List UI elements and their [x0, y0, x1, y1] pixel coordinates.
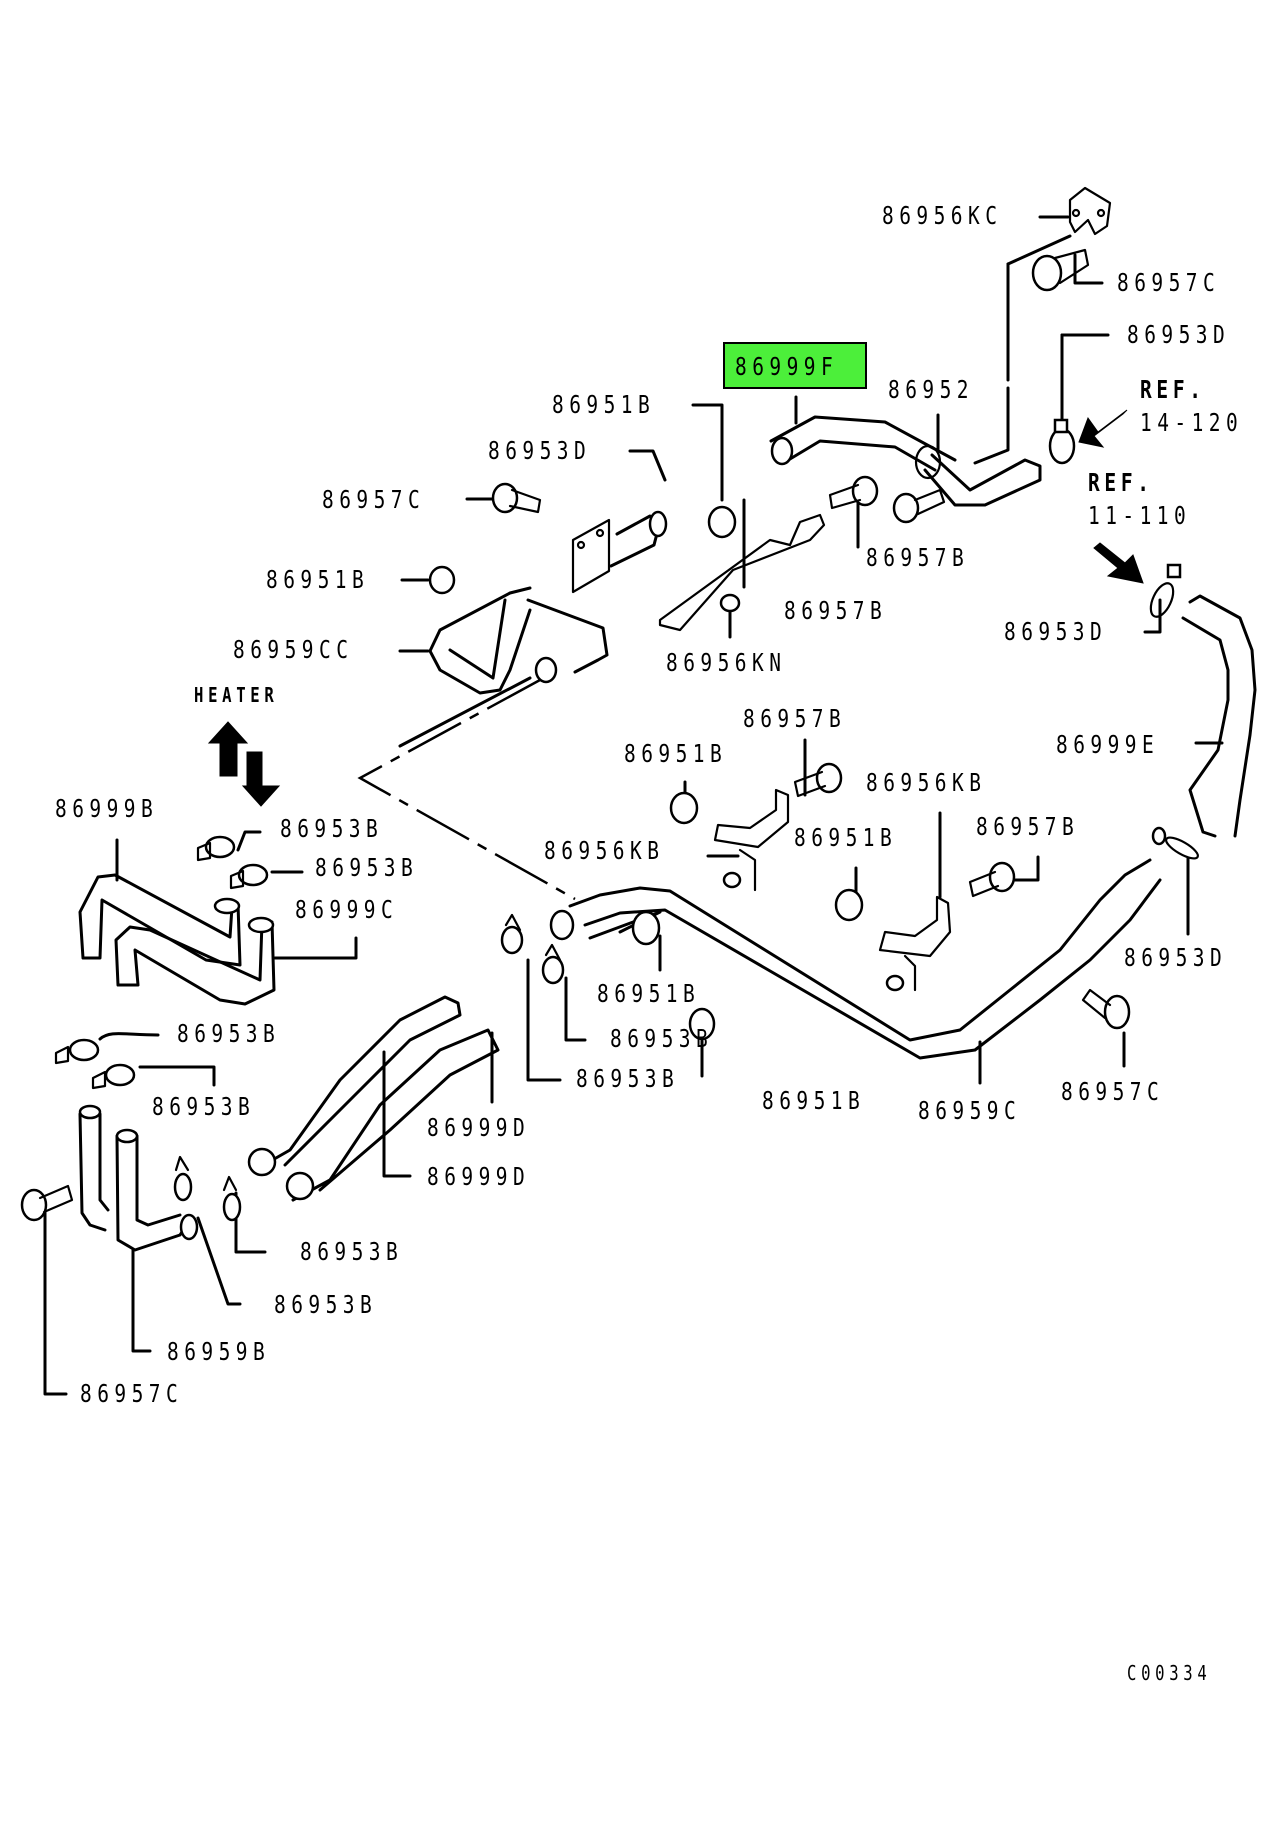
part-bolts: [20, 475, 1131, 1222]
callout-86953B[interactable]: 86953B: [152, 1092, 256, 1121]
ref-label-11-110: REF.: [1088, 468, 1154, 497]
callout-86953B[interactable]: 86953B: [280, 814, 384, 843]
part-bracket-86956KN: [658, 513, 826, 632]
callout-86953B[interactable]: 86953B: [610, 1024, 714, 1053]
callout-86951B[interactable]: 86951B: [762, 1086, 866, 1115]
callout-86952[interactable]: 86952: [888, 375, 975, 404]
callout-86953D[interactable]: 86953D: [1004, 617, 1108, 646]
callout-86999D[interactable]: 86999D: [427, 1113, 531, 1142]
callout-86956KN[interactable]: 86956KN: [666, 648, 787, 677]
callout-86959CC[interactable]: 86959CC: [233, 635, 354, 664]
leader-lines: [43, 215, 1224, 1396]
callout-86957B[interactable]: 86957B: [784, 596, 888, 625]
part-heater-hoses-86999B-86999C: [78, 873, 276, 1006]
callout-86999B[interactable]: 86999B: [55, 794, 159, 823]
part-pipe-86959B: [78, 1104, 199, 1252]
callout-86953B[interactable]: 86953B: [576, 1064, 680, 1093]
heater-title: HEATER: [194, 683, 279, 707]
callout-86953D[interactable]: 86953D: [1124, 943, 1228, 972]
part-hoses-86999D: [247, 995, 500, 1202]
part-bracket-86956KB-left: [713, 788, 790, 892]
ref-label-14-120: REF.: [1140, 375, 1206, 404]
part-nuts: [428, 505, 864, 1041]
ref-arrow-14-120: [1078, 409, 1128, 448]
callout-86951B[interactable]: 86951B: [597, 979, 701, 1008]
callout-86953B[interactable]: 86953B: [315, 853, 419, 882]
drawing-code: C00334: [1127, 1661, 1212, 1685]
callout-86959C[interactable]: 86959C: [918, 1096, 1022, 1125]
callout-86959B[interactable]: 86959B: [167, 1337, 271, 1366]
part-pipe-86959C: [549, 858, 1162, 1060]
callout-86953D[interactable]: 86953D: [488, 436, 592, 465]
callout-86953B[interactable]: 86953B: [274, 1290, 378, 1319]
callout-86953B[interactable]: 86953B: [300, 1237, 404, 1266]
callout-86956KC[interactable]: 86956KC: [882, 201, 1003, 230]
callout-86999D[interactable]: 86999D: [427, 1162, 531, 1191]
part-clamp-86953D-right: [1149, 563, 1182, 618]
callout-86957C[interactable]: 86957C: [80, 1379, 184, 1408]
part-hose-86952: [914, 444, 1042, 507]
heater-arrows: [207, 721, 281, 807]
part-pipe-86959CC: [398, 586, 609, 748]
callout-86957C[interactable]: 86957C: [1117, 268, 1221, 297]
part-bracket-86956KB-right: [878, 895, 952, 992]
callout-86953B[interactable]: 86953B: [177, 1019, 281, 1048]
part-bolt-top: [1031, 248, 1090, 292]
callout-86957B[interactable]: 86957B: [976, 812, 1080, 841]
callout-86957B[interactable]: 86957B: [743, 704, 847, 733]
part-bracket-86956KC: [1068, 186, 1112, 236]
part-hose-86999F: [769, 415, 957, 472]
callout-86956KB[interactable]: 86956KB: [866, 768, 987, 797]
part-clamp-top-right: [1048, 418, 1076, 465]
callout-86951B[interactable]: 86951B: [552, 390, 656, 419]
ref-number-11-110[interactable]: 11-110: [1088, 501, 1192, 530]
part-hose-86999E: [1181, 594, 1257, 838]
highlight-box: [723, 342, 867, 389]
callout-86999C[interactable]: 86999C: [295, 895, 399, 924]
callout-86957B[interactable]: 86957B: [866, 543, 970, 572]
callout-86957C[interactable]: 86957C: [1061, 1077, 1165, 1106]
ref-arrow-11-110: [1093, 542, 1144, 584]
callout-86957C[interactable]: 86957C: [322, 485, 426, 514]
part-clamp-86953D-lower-right: [1151, 826, 1199, 860]
callout-86951B[interactable]: 86951B: [794, 823, 898, 852]
part-bracket-left-top: [571, 510, 668, 594]
part-clamps-86953B: [54, 835, 565, 1222]
callout-86951B[interactable]: 86951B: [266, 565, 370, 594]
callout-86999E[interactable]: 86999E: [1056, 730, 1160, 759]
ref-number-14-120[interactable]: 14-120: [1140, 408, 1244, 437]
callout-86999F-highlighted[interactable]: 86999F: [735, 352, 839, 381]
callout-86953D[interactable]: 86953D: [1127, 320, 1231, 349]
callout-86956KB[interactable]: 86956KB: [544, 836, 665, 865]
callout-86951B[interactable]: 86951B: [624, 739, 728, 768]
